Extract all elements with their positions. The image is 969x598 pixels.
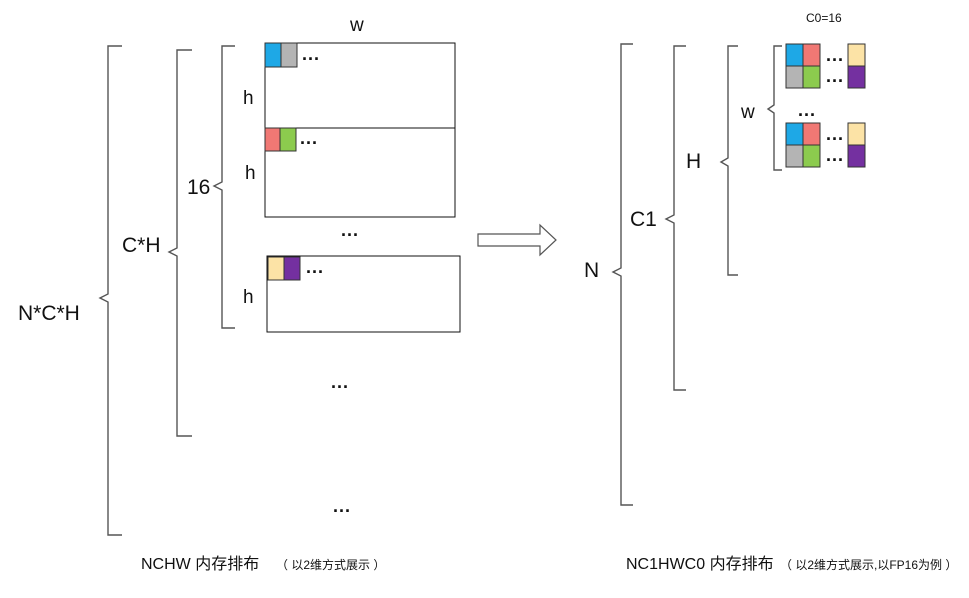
brace-w: [766, 45, 782, 171]
cell-purple-top: [847, 65, 866, 89]
label-ch: C*H: [122, 234, 161, 257]
ellipsis-top-2: ...: [826, 66, 844, 86]
ellipsis-lower-1: ...: [331, 372, 349, 392]
label-w-left: w: [349, 15, 364, 36]
ellipsis-middle: ...: [798, 100, 816, 120]
ellipsis-bottom-1: ...: [826, 124, 844, 144]
label-c0: C0=16: [806, 11, 842, 25]
cell-green: [279, 127, 297, 152]
caption-nchw: NCHW 内存排布: [141, 555, 259, 573]
ellipsis-bottom-2: ...: [826, 145, 844, 165]
label-16: 16: [187, 176, 210, 199]
brace-n: [611, 43, 633, 506]
caption-nc1hwc0: NC1HWC0 内存排布: [626, 555, 774, 573]
label-h-1: h: [243, 88, 254, 109]
ellipsis-top-1: ...: [826, 45, 844, 65]
caption-nc1hwc0-sub: （ 以2维方式展示,以FP16为例 ）: [780, 557, 957, 572]
ellipsis-between: ...: [341, 220, 359, 240]
ellipsis-lower-2: ...: [333, 496, 351, 516]
brace-16: [212, 45, 235, 329]
label-h-right: H: [686, 150, 701, 173]
cell-blue-bottom: [785, 122, 804, 146]
label-w-right: w: [740, 102, 755, 123]
transform-arrow: [477, 223, 557, 257]
cell-blue-top: [785, 43, 804, 67]
label-c1: C1: [630, 208, 657, 231]
cell-gray-bottom: [785, 144, 804, 168]
ellipsis-row-1: ...: [302, 44, 320, 64]
caption-nchw-sub: （ 以2维方式展示 ）: [276, 557, 385, 572]
cell-red-top: [802, 43, 821, 67]
cell-peach: [267, 256, 285, 281]
cell-red-bottom: [802, 122, 821, 146]
brace-nch: [98, 45, 122, 536]
label-h-3: h: [243, 287, 254, 308]
cell-green-top: [802, 65, 821, 89]
cell-purple: [283, 256, 301, 281]
cell-blue: [264, 42, 282, 68]
label-h-2: h: [245, 163, 256, 184]
cell-red: [264, 127, 281, 152]
cell-peach-bottom: [847, 122, 866, 146]
brace-c1: [664, 45, 686, 391]
channel-box-2: [264, 127, 456, 218]
brace-ch: [167, 49, 192, 437]
label-n: N: [584, 259, 599, 282]
cell-peach-top: [847, 43, 866, 67]
ellipsis-row-2: ...: [300, 128, 318, 148]
brace-h: [719, 45, 738, 276]
cell-gray: [280, 42, 298, 68]
cell-green-bottom: [802, 144, 821, 168]
cell-gray-top: [785, 65, 804, 89]
ellipsis-row-3: ...: [306, 257, 324, 277]
label-nch: N*C*H: [18, 302, 80, 325]
cell-purple-bottom: [847, 144, 866, 168]
